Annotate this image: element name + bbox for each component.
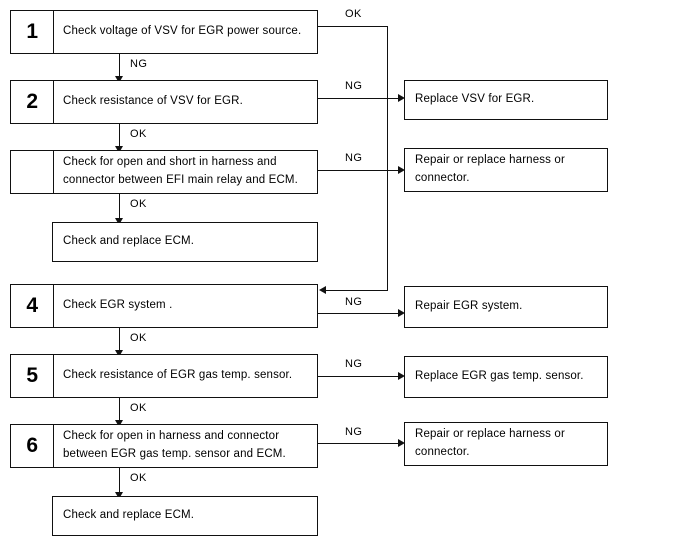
result-text-3: Repair EGR system. — [415, 300, 523, 313]
edge-label-ng-6: NG — [345, 426, 363, 438]
arrow-down-5-to-6 — [115, 420, 123, 427]
arrow-down-1-to-2 — [115, 76, 123, 83]
step-text-6: Check for open in harness and connector … — [63, 430, 286, 460]
connector-ng-4 — [318, 313, 400, 315]
arrow-down-3-to-terminal-1 — [115, 218, 123, 225]
step-text-1: Check voltage of VSV for EGR power sourc… — [63, 25, 302, 38]
result-text-4: Replace EGR gas temp. sensor. — [415, 370, 584, 383]
edge-label-ng-2: NG — [345, 80, 363, 92]
step-number-6: 6 — [11, 425, 54, 467]
arrow-left-ok-1-into-step-4 — [319, 286, 326, 294]
result-text-5: Repair or replace harness or connector. — [415, 428, 565, 458]
step-text-4: Check EGR system . — [63, 299, 173, 312]
edge-label-ng-1: NG — [130, 58, 148, 70]
edge-label-ok-4: OK — [130, 332, 147, 344]
connector-ng-6 — [318, 443, 400, 445]
result-box-2[interactable]: Repair or replace harness or connector. — [404, 148, 608, 192]
step-box-5[interactable]: 5 Check resistance of EGR gas temp. sens… — [10, 354, 318, 398]
arrow-right-ng-5 — [398, 372, 405, 380]
step-box-2[interactable]: 2 Check resistance of VSV for EGR. — [10, 80, 318, 124]
step-number-5: 5 — [11, 355, 54, 397]
edge-label-ok-2: OK — [130, 128, 147, 140]
connector-ng-5 — [318, 376, 400, 378]
connector-1-to-2 — [119, 54, 121, 78]
result-box-3[interactable]: Repair EGR system. — [404, 286, 608, 328]
connector-ok-1-horizontal — [318, 26, 388, 28]
edge-label-ok-3: OK — [130, 198, 147, 210]
step-number-2: 2 — [11, 81, 54, 123]
arrow-right-ng-2 — [398, 94, 405, 102]
result-text-2: Repair or replace harness or connector. — [415, 154, 565, 184]
result-text-1: Replace VSV for EGR. — [415, 93, 535, 106]
step-number-4: 4 — [11, 285, 54, 327]
step-text-3: Check for open and short in harness and … — [63, 156, 298, 186]
connector-2-to-3 — [119, 124, 121, 148]
result-box-1[interactable]: Replace VSV for EGR. — [404, 80, 608, 120]
connector-ng-2 — [318, 98, 400, 100]
terminal-text-1: Check and replace ECM. — [63, 235, 195, 248]
step-box-3[interactable]: Check for open and short in harness and … — [10, 150, 318, 194]
result-box-4[interactable]: Replace EGR gas temp. sensor. — [404, 356, 608, 398]
connector-4-to-5 — [119, 328, 121, 352]
arrow-right-ng-4 — [398, 309, 405, 317]
step-text-2: Check resistance of VSV for EGR. — [63, 95, 243, 108]
connector-ng-3 — [318, 170, 400, 172]
arrow-right-ng-6 — [398, 439, 405, 447]
step-box-6[interactable]: 6 Check for open in harness and connecto… — [10, 424, 318, 468]
edge-label-ng-3: NG — [345, 152, 363, 164]
step-box-4[interactable]: 4 Check EGR system . — [10, 284, 318, 328]
connector-5-to-6 — [119, 398, 121, 422]
result-box-5[interactable]: Repair or replace harness or connector. — [404, 422, 608, 466]
edge-label-ok-1: OK — [345, 8, 362, 20]
edge-label-ng-4: NG — [345, 296, 363, 308]
connector-6-to-terminal-2 — [119, 468, 121, 494]
arrow-down-4-to-5 — [115, 350, 123, 357]
step-number-1: 1 — [11, 11, 54, 53]
edge-label-ok-6: OK — [130, 472, 147, 484]
connector-3-to-terminal-1 — [119, 194, 121, 220]
edge-label-ok-5: OK — [130, 402, 147, 414]
terminal-box-1[interactable]: Check and replace ECM. — [52, 222, 318, 262]
step-box-1[interactable]: 1 Check voltage of VSV for EGR power sou… — [10, 10, 318, 54]
arrow-right-ng-3 — [398, 166, 405, 174]
arrow-down-6-to-terminal-2 — [115, 492, 123, 499]
step-text-5: Check resistance of EGR gas temp. sensor… — [63, 369, 293, 382]
arrow-down-2-to-3 — [115, 146, 123, 153]
connector-ok-1-return — [326, 290, 388, 292]
edge-label-ng-5: NG — [345, 358, 363, 370]
connector-ok-1-vertical — [387, 26, 389, 290]
terminal-text-2: Check and replace ECM. — [63, 509, 195, 522]
step-number-3 — [11, 151, 54, 193]
terminal-box-2[interactable]: Check and replace ECM. — [52, 496, 318, 536]
